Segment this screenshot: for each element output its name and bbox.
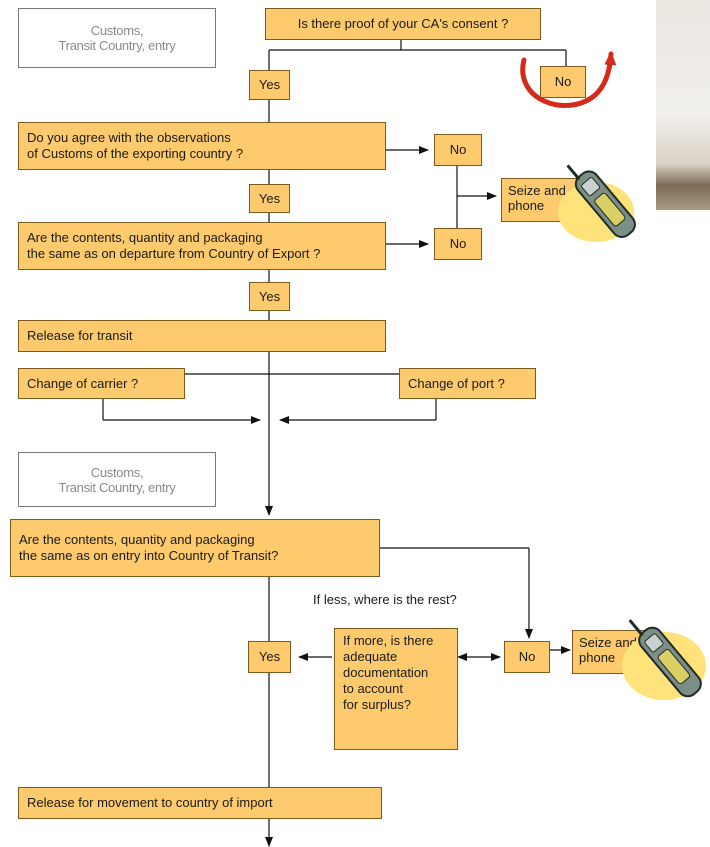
change-of-carrier-box: Change of carrier ? — [18, 368, 185, 399]
customs-transit-entry-label: Customs, Transit Country, entry — [18, 452, 216, 507]
change-of-port-box: Change of port ? — [399, 368, 536, 399]
yes-box: Yes — [248, 641, 291, 673]
if-less-note: If less, where is the rest? — [313, 592, 457, 607]
mobile-phone-icon — [558, 164, 636, 242]
release-for-import-box: Release for movement to country of impor… — [18, 787, 382, 819]
agree-observations-question: Do you agree with the observations of Cu… — [18, 122, 386, 170]
mobile-phone-icon — [622, 619, 706, 700]
if-more-documentation-box: If more, is there adequate documentation… — [334, 628, 458, 750]
release-for-transit-box: Release for transit — [18, 320, 386, 352]
no-box: No — [434, 134, 482, 166]
background-photo — [656, 0, 710, 210]
yes-box: Yes — [249, 70, 290, 100]
no-box: No — [434, 228, 482, 260]
customs-transit-entry-label: Customs, Transit Country, entry — [18, 8, 216, 68]
contents-departure-question: Are the contents, quantity and packaging… — [18, 222, 386, 270]
contents-entry-question: Are the contents, quantity and packaging… — [10, 519, 380, 577]
proof-consent-question: Is there proof of your CA's consent ? — [265, 8, 541, 40]
yes-box: Yes — [249, 184, 290, 213]
yes-box: Yes — [249, 282, 290, 311]
return-arrow-icon — [520, 51, 617, 108]
no-box: No — [540, 66, 586, 98]
no-box: No — [504, 641, 550, 673]
